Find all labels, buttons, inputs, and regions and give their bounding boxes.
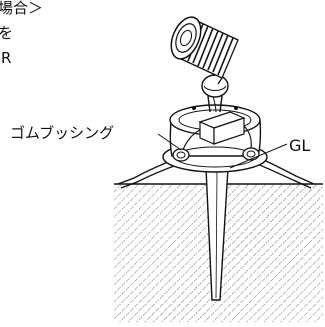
lamp-head (170, 16, 239, 85)
leader-rubber-bushing (157, 133, 182, 151)
note-line-3: R (0, 49, 12, 67)
note-line-1: 場合＞ (0, 0, 44, 17)
rubber-bushing-left (172, 148, 190, 162)
rubber-bushing-right (242, 147, 260, 161)
leader-lines (157, 133, 288, 169)
swivel-joint (201, 74, 229, 98)
note-line-2: を (0, 24, 14, 42)
callout-rubber-bushing: ゴムブッシング (10, 124, 115, 142)
leader-gl (229, 143, 288, 169)
callout-ground-level: GL (289, 136, 311, 155)
connector-block (182, 111, 252, 151)
